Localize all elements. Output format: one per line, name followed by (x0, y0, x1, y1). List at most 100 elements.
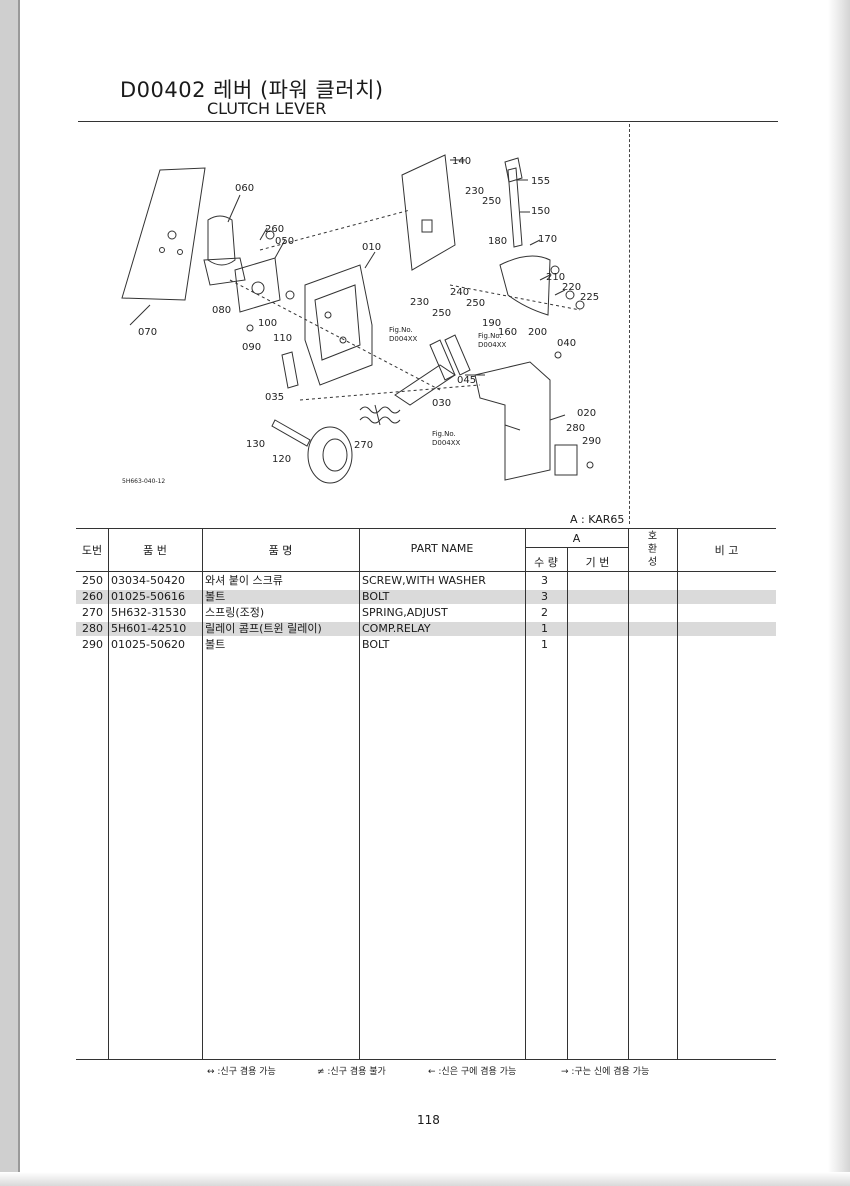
table-bottom-border (76, 1059, 776, 1060)
cell-name-kr: 릴레이 콤프(트윈 릴레이) (205, 622, 322, 635)
callout-label: 270 (354, 440, 373, 451)
diagram-dashed-divider (629, 124, 630, 524)
page-title: D00402 레버 (파워 클러치) (120, 78, 384, 102)
fig-ref-label: Fig.No. (478, 332, 502, 340)
fig-ref-label: D004XX (478, 341, 507, 349)
callout-label: 035 (265, 392, 284, 403)
part-bracket-020 (474, 361, 551, 481)
row-highlight (76, 590, 776, 604)
table-subheader-divider (525, 547, 628, 548)
callout-label: 155 (531, 176, 550, 187)
col-divider (525, 528, 526, 1059)
callout-label: 120 (272, 454, 291, 465)
callout-label: 280 (566, 423, 585, 434)
cell-part-no: 03034-50420 (111, 574, 185, 587)
cell-name-en: SCREW,WITH WASHER (362, 574, 486, 587)
part-motor-060 (207, 215, 236, 266)
col-divider (202, 528, 203, 1059)
fig-ref-label: D004XX (432, 439, 461, 447)
callout-label: 200 (528, 327, 547, 338)
callout-label: 100 (258, 318, 277, 329)
cell-name-kr: 와셔 붙이 스크류 (205, 574, 283, 587)
callout-label: 230 (465, 186, 484, 197)
header-remarks: 비 고 (714, 544, 739, 557)
cell-name-en: BOLT (362, 590, 390, 603)
callout-label: 070 (138, 327, 157, 338)
page-number: 118 (417, 1113, 440, 1127)
cell-qty: 3 (541, 590, 548, 603)
callout-label: 040 (557, 338, 576, 349)
callout-label: 090 (242, 342, 261, 353)
callout-label: 240 (450, 287, 469, 298)
cell-part-no: 5H601-42510 (111, 622, 187, 635)
part-housing-010 (304, 264, 373, 386)
page-bottom-edge (0, 1172, 850, 1186)
exploded-parts-diagram: 140 155 150 230 250 180 170 210 220 225 … (121, 154, 601, 485)
cell-part-no: 5H632-31530 (111, 606, 187, 619)
part-cam-160 (499, 255, 551, 316)
page-right-edge (828, 0, 850, 1186)
diagram-code: 5H663-040-12 (122, 478, 165, 485)
part-rod-150 (507, 167, 523, 248)
cell-part-no: 01025-50616 (111, 590, 185, 603)
col-divider (628, 528, 629, 1059)
cell-ref: 280 (82, 622, 103, 635)
legend-item: ≠ :신구 겸용 불가 (317, 1067, 386, 1077)
header-ref: 도번 (81, 544, 103, 557)
title-divider (78, 121, 778, 122)
part-plate-070 (121, 167, 206, 301)
page-left-edge (0, 0, 20, 1186)
cell-name-en: SPRING,ADJUST (362, 606, 448, 619)
model-label: A : KAR65 (570, 513, 625, 526)
fig-ref-label: Fig.No. (432, 430, 456, 438)
part-spring-270 (359, 406, 401, 414)
cell-qty: 3 (541, 574, 548, 587)
callout-label: 250 (482, 196, 501, 207)
cell-ref: 290 (82, 638, 103, 651)
part-panel-140 (401, 154, 456, 271)
callout-label: 150 (531, 206, 550, 217)
fig-ref-label: D004XX (389, 335, 418, 343)
cell-ref: 270 (82, 606, 103, 619)
callout-label: 130 (246, 439, 265, 450)
callout-label: 160 (498, 327, 517, 338)
callout-label: 010 (362, 242, 381, 253)
cell-part-no: 01025-50620 (111, 638, 185, 651)
cell-qty: 1 (541, 622, 548, 635)
callout-label: 250 (432, 308, 451, 319)
part-pin-130 (271, 419, 311, 447)
callout-label: 080 (212, 305, 231, 316)
callout-label: 110 (273, 333, 292, 344)
col-divider (677, 528, 678, 1059)
callout-label: 220 (562, 282, 581, 293)
callout-label: 030 (432, 398, 451, 409)
legend-item: ← :신은 구에 겸용 가능 (428, 1067, 517, 1077)
callout-label: 250 (466, 298, 485, 309)
col-divider (108, 528, 109, 1059)
callout-label: 230 (410, 297, 429, 308)
legend-item: → :구는 신에 겸용 가능 (561, 1067, 650, 1077)
cell-name-kr: 볼트 (205, 638, 226, 651)
table-top-border (76, 528, 776, 529)
page-binding-line (18, 0, 20, 1186)
cell-qty: 1 (541, 638, 548, 651)
cell-name-kr: 스프링(조정) (205, 606, 265, 619)
callout-label: 190 (482, 318, 501, 329)
cell-ref: 260 (82, 590, 103, 603)
header-part-name-en: PART NAME (410, 542, 474, 555)
callout-label: 290 (582, 436, 601, 447)
cell-ref: 250 (82, 574, 103, 587)
callout-label: 260 (265, 224, 284, 235)
callout-label: 020 (577, 408, 596, 419)
header-part-no: 품 번 (143, 544, 167, 557)
header-interchange: 호 환 성 (647, 531, 658, 568)
col-divider (359, 528, 360, 1059)
callout-label: 045 (457, 375, 476, 386)
callout-label: 210 (546, 272, 565, 283)
fig-ref-label: Fig.No. (389, 326, 413, 334)
cell-name-kr: 볼트 (205, 590, 226, 603)
callout-label: 050 (275, 236, 294, 247)
callout-label: 170 (538, 234, 557, 245)
part-pulley-120 (307, 426, 353, 484)
header-part-name-kr: 품 명 (268, 544, 293, 557)
